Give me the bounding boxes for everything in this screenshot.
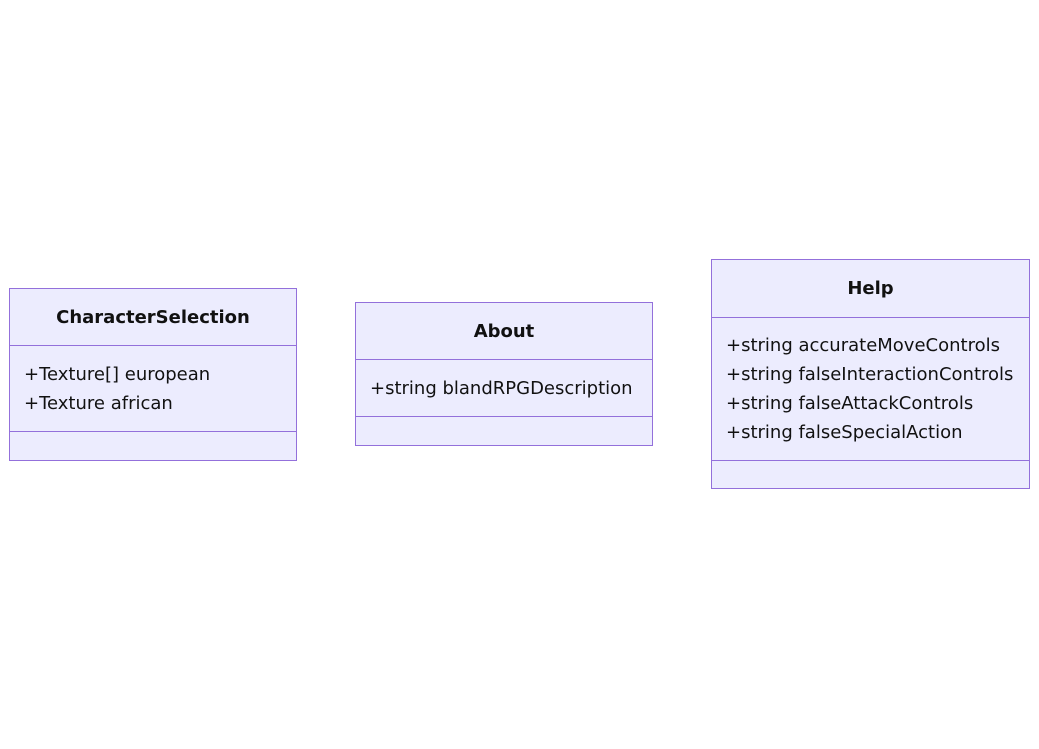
class-name: CharacterSelection <box>10 289 296 346</box>
class-box-about: About +string blandRPGDescription <box>355 302 653 446</box>
class-attribute: +string falseInteractionControls <box>726 364 1014 385</box>
class-methods-section <box>10 432 296 460</box>
class-box-help: Help +string accurateMoveControls +strin… <box>711 259 1030 489</box>
class-attribute: +string accurateMoveControls <box>726 335 1000 356</box>
class-methods-section <box>356 417 652 445</box>
class-methods-section <box>712 461 1029 488</box>
class-attributes-section: +string accurateMoveControls +string fal… <box>712 318 1029 461</box>
class-attributes-section: +Texture[] european +Texture african <box>10 346 296 432</box>
class-attribute: +Texture african <box>24 392 173 414</box>
class-attribute: +string blandRPGDescription <box>370 377 633 399</box>
class-name: About <box>356 303 652 360</box>
class-attribute: +string falseSpecialAction <box>726 422 963 443</box>
class-name: Help <box>712 260 1029 318</box>
class-box-characterselection: CharacterSelection +Texture[] european +… <box>9 288 297 461</box>
class-attributes-section: +string blandRPGDescription <box>356 360 652 417</box>
class-attribute: +Texture[] european <box>24 363 211 385</box>
class-attribute: +string falseAttackControls <box>726 393 974 414</box>
